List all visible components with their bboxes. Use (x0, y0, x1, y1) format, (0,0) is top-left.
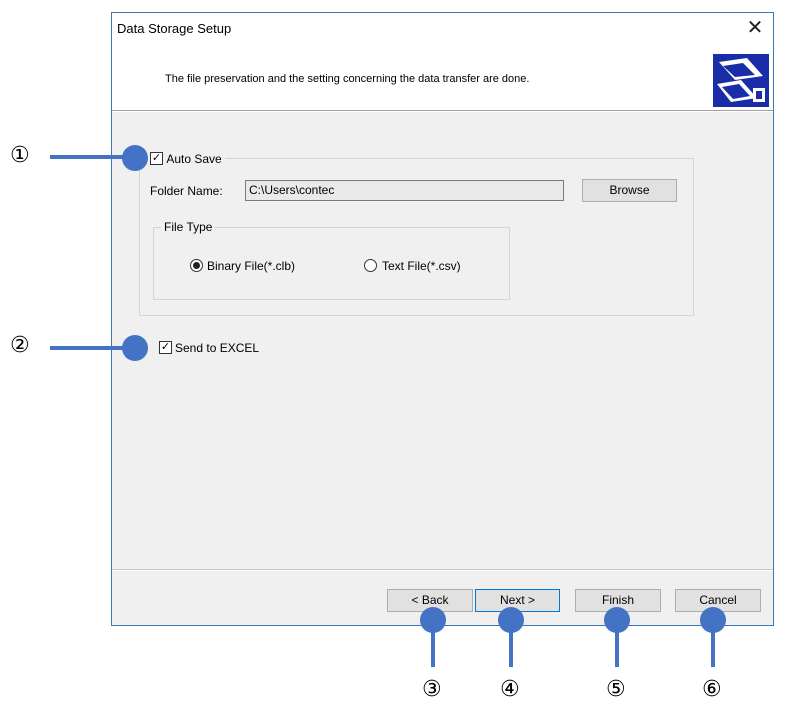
text-file-radio[interactable] (364, 259, 377, 272)
auto-save-label[interactable]: Auto Save (166, 151, 222, 166)
callout-4-line (509, 620, 513, 667)
callout-5-line (615, 620, 619, 667)
callout-3-line (431, 620, 435, 667)
callout-2-dot (122, 335, 148, 361)
auto-save-group (139, 158, 694, 316)
send-to-excel-label[interactable]: Send to EXCEL (175, 341, 260, 355)
callout-2-number: ② (10, 333, 30, 358)
close-button[interactable]: ✕ (746, 17, 764, 39)
file-type-label: File Type (161, 220, 216, 234)
text-file-label[interactable]: Text File(*.csv) (382, 259, 461, 273)
callout-4-number: ④ (500, 677, 520, 702)
callout-5-dot (604, 607, 630, 633)
header-description: The file preservation and the setting co… (165, 73, 530, 85)
dialog-header: Data Storage Setup ✕ The file preservati… (112, 13, 773, 110)
file-type-group (153, 227, 510, 300)
auto-save-checkbox[interactable]: ✓ (150, 152, 163, 166)
callout-6-number: ⑥ (702, 677, 722, 702)
header-separator (112, 110, 773, 112)
callout-2-line (50, 346, 132, 350)
callout-6-line (711, 620, 715, 667)
data-storage-logo-icon (713, 54, 769, 107)
data-storage-setup-dialog: Data Storage Setup ✕ The file preservati… (111, 12, 774, 626)
callout-5-number: ⑤ (606, 677, 626, 702)
callout-3-number: ③ (422, 677, 442, 702)
dialog-title: Data Storage Setup (117, 21, 232, 36)
callout-1-line (50, 155, 132, 159)
folder-name-field[interactable]: C:\Users\contec (245, 180, 564, 201)
radio-selected-dot (193, 262, 200, 269)
folder-name-label: Folder Name: (150, 184, 223, 198)
callout-3-dot (420, 607, 446, 633)
cancel-button[interactable]: Cancel (675, 589, 761, 612)
finish-button[interactable]: Finish (575, 589, 661, 612)
callout-6-dot (700, 607, 726, 633)
callout-1-number: ① (10, 143, 30, 168)
binary-file-label[interactable]: Binary File(*.clb) (207, 259, 296, 273)
next-button[interactable]: Next > (475, 589, 560, 612)
footer-separator (112, 569, 773, 571)
callout-4-dot (498, 607, 524, 633)
binary-file-radio[interactable] (190, 259, 203, 272)
back-button[interactable]: < Back (387, 589, 473, 612)
browse-button[interactable]: Browse (582, 179, 677, 202)
auto-save-group-header: ✓ Auto Save (147, 151, 225, 166)
send-to-excel-checkbox[interactable]: ✓ (159, 341, 172, 354)
callout-1-dot (122, 145, 148, 171)
